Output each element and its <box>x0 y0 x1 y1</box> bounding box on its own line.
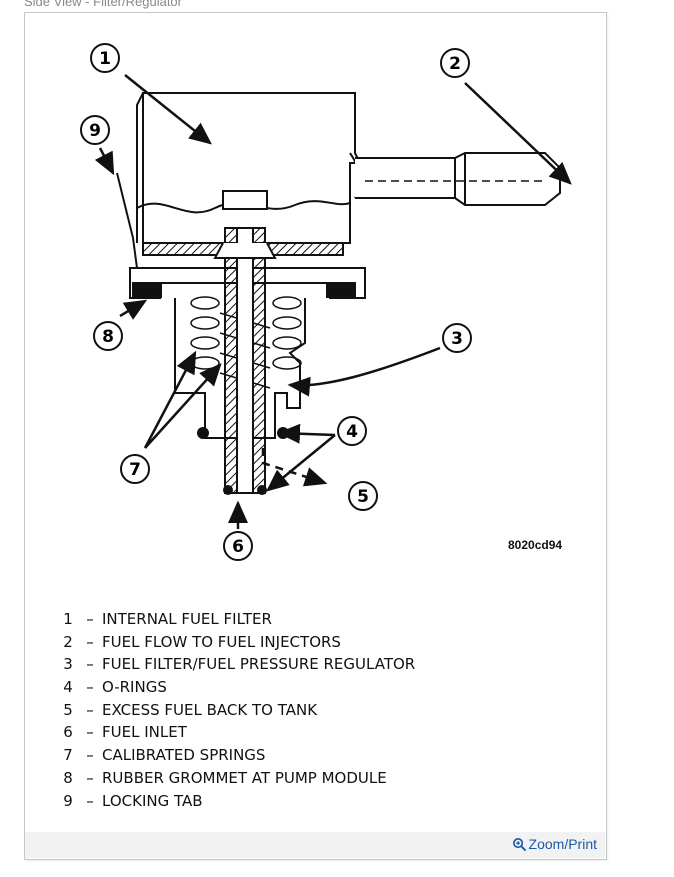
svg-text:2: 2 <box>449 54 461 74</box>
legend-list: 1–INTERNAL FUEL FILTER 2–FUEL FLOW TO FU… <box>58 608 415 812</box>
callout-8: 8 <box>93 321 123 351</box>
legend-item: 7–CALIBRATED SPRINGS <box>63 746 266 765</box>
callout-4: 4 <box>337 416 367 446</box>
callout-3: 3 <box>442 323 472 353</box>
figure-footer: Zoom/Print <box>25 832 605 858</box>
svg-text:3: 3 <box>451 329 463 349</box>
legend-item: 3–FUEL FILTER/FUEL PRESSURE REGULATOR <box>63 655 416 674</box>
legend-item: 6–FUEL INLET <box>63 723 187 742</box>
svg-text:8: 8 <box>102 327 114 347</box>
filter-housing <box>116 92 561 495</box>
callouts: 1 2 3 4 5 6 7 8 9 <box>80 43 472 561</box>
filter-regulator-diagram: 1 2 3 4 5 6 7 8 9 <box>80 43 572 561</box>
figure-caption: Side View - Filter/Regulator <box>24 0 182 9</box>
svg-text:1: 1 <box>99 49 111 69</box>
svg-text:6: 6 <box>232 537 244 557</box>
magnifier-plus-icon <box>512 837 526 851</box>
legend-item: 9–LOCKING TAB <box>63 791 203 810</box>
legend-item: 5–EXCESS FUEL BACK TO TANK <box>63 700 318 719</box>
svg-text:4: 4 <box>346 422 358 442</box>
callout-2: 2 <box>440 48 470 78</box>
figure-code: 8020cd94 <box>508 538 563 552</box>
callout-1: 1 <box>90 43 120 73</box>
svg-text:7: 7 <box>129 460 141 480</box>
svg-text:9: 9 <box>89 121 101 141</box>
callout-6: 6 <box>223 531 253 561</box>
leader-lines <box>94 74 572 529</box>
zoom-print-label: Zoom/Print <box>528 836 597 852</box>
callout-5: 5 <box>348 481 378 511</box>
zoom-print-link[interactable]: Zoom/Print <box>512 836 597 852</box>
legend-item: 8–RUBBER GROMMET AT PUMP MODULE <box>63 768 387 787</box>
legend-item: 1–INTERNAL FUEL FILTER <box>63 610 272 628</box>
svg-text:5: 5 <box>357 487 369 507</box>
callout-7: 7 <box>120 454 150 484</box>
legend-item: 4–O-RINGS <box>63 678 167 697</box>
legend-item: 2–FUEL FLOW TO FUEL INJECTORS <box>63 632 341 651</box>
callout-9: 9 <box>80 115 110 145</box>
